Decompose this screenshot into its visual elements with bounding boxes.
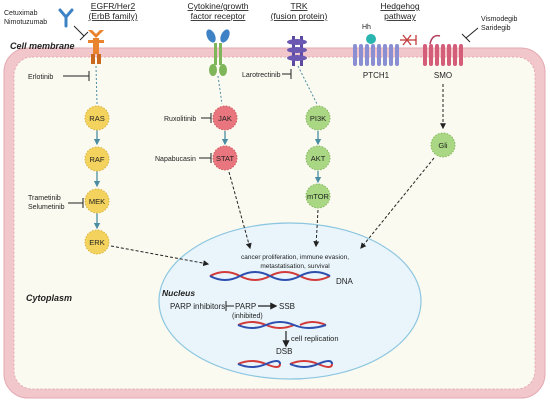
ptch1-label: PTCH1 (363, 71, 390, 80)
dna-label: DNA (336, 277, 354, 286)
nucleus (158, 222, 422, 380)
pi3k-node: PI3K (305, 105, 331, 131)
ras-node: RAS (84, 105, 110, 131)
cetuximab-label: Cetuximab (4, 10, 38, 17)
stat-node-label: STAT (216, 154, 234, 163)
trk-receptor-icon (287, 36, 307, 66)
parp-inhibition-icon (225, 301, 234, 311)
erk-node-label: ERK (89, 238, 104, 247)
ptch1-receptor-icon (353, 44, 399, 66)
parp-label: PARP (235, 302, 256, 311)
hedgehog-header-line1: Hedgehog (380, 1, 420, 11)
mtor-node-label: mTOR (307, 192, 330, 201)
nucleus-label: Nucleus (162, 288, 195, 298)
cell-replication-label: cell replication (291, 334, 339, 343)
egfr-header-line1: EGFR/Her2 (91, 1, 136, 11)
jak-node-label: JAK (218, 114, 232, 123)
cytokine-to-jak-connector (217, 75, 223, 105)
outcome-line2: metastatisation, survival (260, 263, 330, 270)
pi3k-pathway: PI3K AKT mTOR (305, 105, 331, 209)
erlotinib-label: Erlotinib (28, 74, 53, 81)
trk-header-line1: TRK (291, 1, 308, 11)
saridegib-label: Saridegib (481, 25, 511, 32)
trk-header-line2: (fusion protein) (271, 11, 328, 21)
cytokine-receptor-icon (206, 29, 230, 76)
larotrectinib-label: Larotrectinib (242, 72, 281, 79)
dna-helix-icon (209, 271, 331, 281)
trametinib-label: Trametinib (28, 195, 61, 202)
erlotinib-inhibition-icon (63, 71, 90, 81)
nimotuzumab-label: Nimotuzumab (4, 19, 47, 26)
erk-to-nucleus-arrow (110, 245, 210, 267)
jak-stat-pathway: JAK STAT (212, 105, 238, 171)
ssb-dna-icon (237, 321, 327, 329)
stat-node: STAT (212, 145, 238, 171)
napabucasin-label: Napabucasin (155, 156, 196, 163)
akt-node-label: AKT (311, 154, 326, 163)
gli-node-label: Gli (438, 141, 448, 150)
dsb-label: DSB (276, 347, 292, 356)
jak-node: JAK (212, 105, 238, 131)
raf-node: RAF (84, 146, 110, 172)
hh-ligand-icon (366, 34, 376, 44)
mek-inhibition-icon (68, 198, 84, 208)
cytokine-header-line1: Cytokine/growth (188, 1, 249, 11)
gli-node: Gli (430, 132, 456, 158)
pathway-headers: EGFR/Her2 (ErbB family) Cytokine/growth … (88, 1, 419, 21)
antibody-icon (58, 8, 74, 28)
vismodegib-inhibition-icon (461, 27, 479, 43)
selumetinib-label: Selumetinib (28, 204, 65, 211)
ruxolitinib-label: Ruxolitinib (164, 116, 196, 123)
trk-to-pi3k-connector (297, 65, 318, 105)
pi3k-node-label: PI3K (310, 114, 326, 123)
parp-inhibitors-label: PARP inhibitors (170, 302, 225, 311)
cytoplasm-label: Cytoplasm (26, 293, 72, 303)
hedgehog-header-line2: pathway (384, 11, 416, 21)
egfr-header-line2: (ErbB family) (88, 11, 137, 21)
dsb-dna-icon (237, 360, 333, 368)
ras-node-label: RAS (89, 114, 104, 123)
cetuximab-inhibition-icon (73, 25, 89, 41)
stat-to-nucleus-arrow (228, 171, 252, 250)
mek-node-label: MEK (89, 197, 105, 206)
smo-receptor-icon (423, 34, 463, 66)
mtor-node: mTOR (305, 183, 331, 209)
akt-node: AKT (305, 145, 331, 171)
smo-label: SMO (434, 71, 452, 80)
napabucasin-inhibition-icon (199, 153, 212, 163)
larotrectinib-inhibition-icon (282, 69, 292, 79)
raf-node-label: RAF (90, 155, 105, 164)
gli-to-nucleus-arrow (360, 157, 435, 249)
outcome-line1: cancer proliferation, immune evasion, (241, 254, 349, 261)
ruxolitinib-inhibition-icon (201, 113, 212, 123)
erk-node: ERK (84, 229, 110, 255)
cytokine-header-line2: factor receptor (191, 11, 246, 21)
ptch1-inhibits-smo-icon (400, 34, 417, 46)
mek-node: MEK (84, 188, 110, 214)
hh-label: Hh (362, 24, 371, 31)
mapk-pathway: RAS RAF MEK ERK (84, 105, 110, 255)
ssb-label: SSB (279, 302, 295, 311)
parp-inhibited-label: (inhibited) (232, 313, 263, 320)
vismodegib-label: Vismodegib (481, 16, 518, 23)
cell-membrane-label: Cell membrane (10, 41, 75, 51)
mtor-to-nucleus-arrow (313, 209, 320, 248)
nuclear-signal-arrows (110, 157, 435, 267)
egfr-receptor-icon (88, 30, 104, 64)
